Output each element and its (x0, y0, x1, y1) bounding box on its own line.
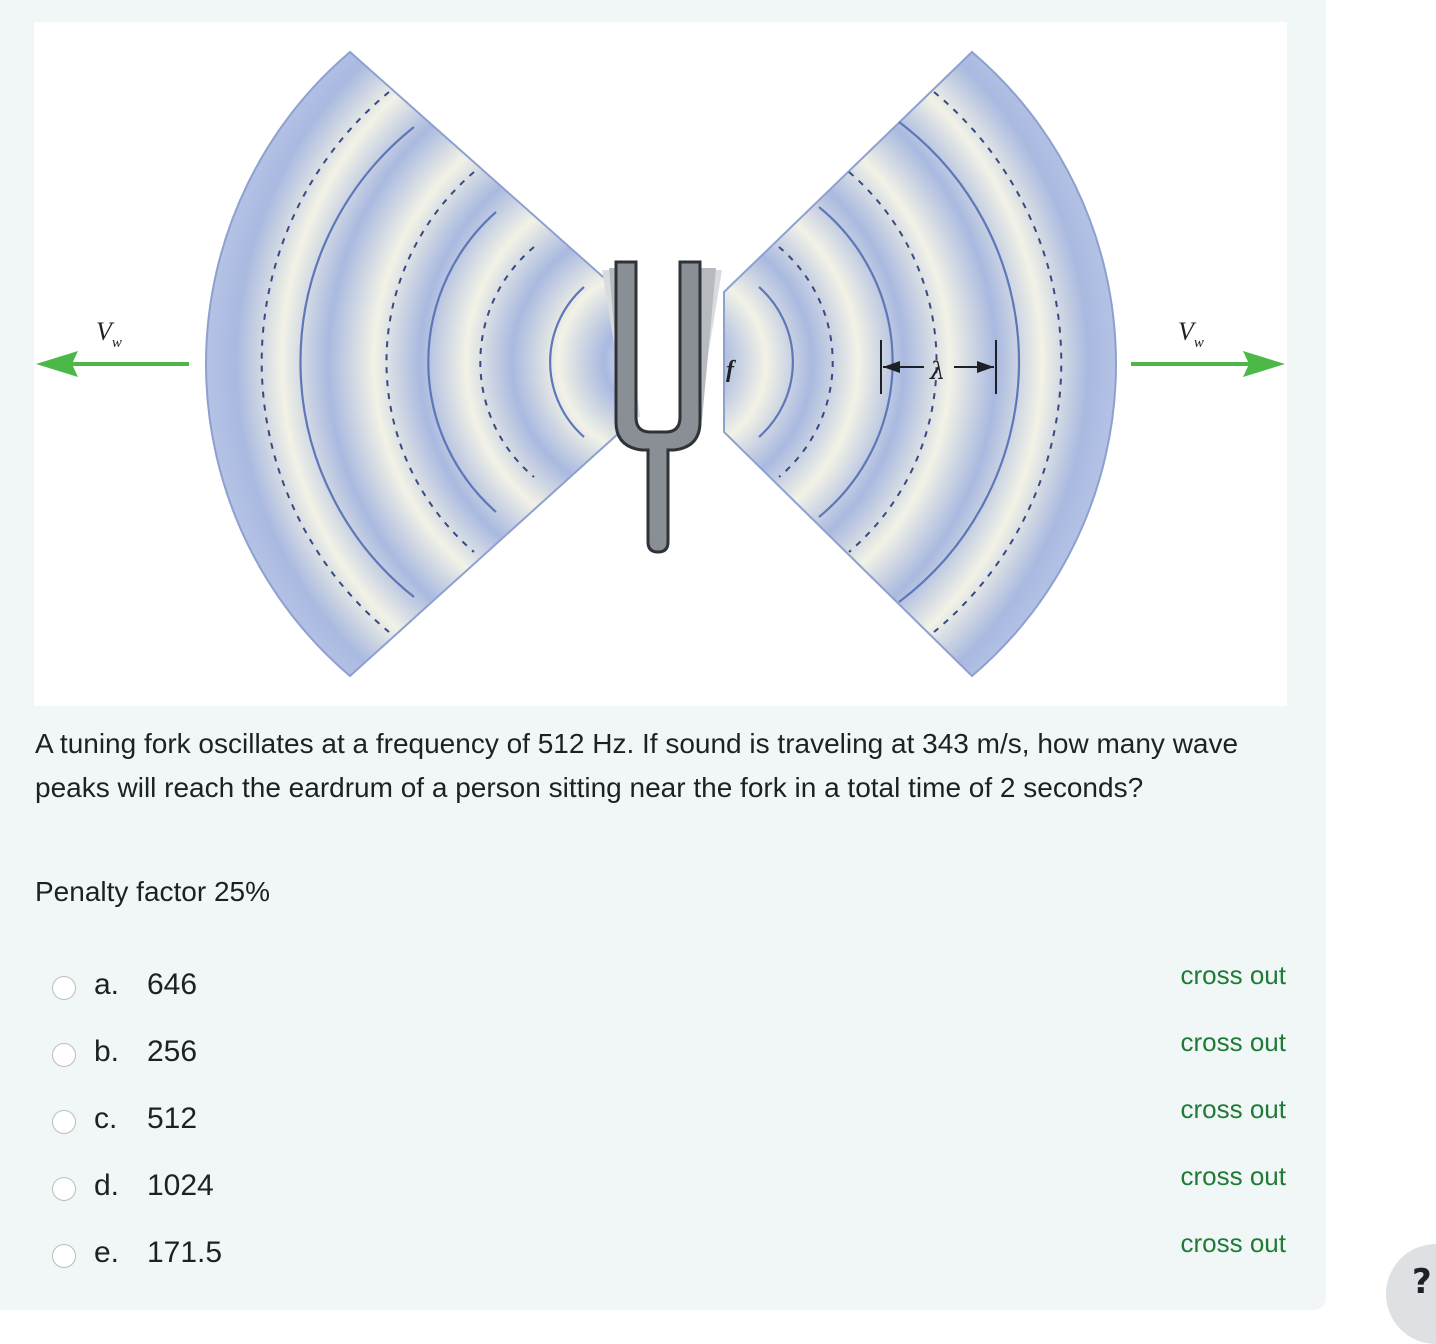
option-value[interactable]: 1024 (147, 1169, 214, 1202)
answer-option-b[interactable]: b. 256 cross out (50, 1027, 1290, 1083)
answer-option-c[interactable]: c. 512 cross out (50, 1094, 1290, 1150)
right-dashed-lines (778, 91, 1063, 633)
radio-button[interactable] (52, 1110, 76, 1134)
cross-out-link[interactable]: cross out (1180, 1228, 1287, 1258)
question-mark-icon: ? (1412, 1262, 1432, 1302)
wavelength-marker (880, 340, 997, 394)
option-letter: d. (94, 1169, 120, 1202)
radio-button[interactable] (52, 976, 76, 1000)
left-wave-sector (205, 50, 621, 678)
radio-button[interactable] (52, 1244, 76, 1268)
option-value[interactable]: 512 (147, 1102, 198, 1135)
radio-button[interactable] (52, 1043, 76, 1067)
left-velocity-arrow (36, 351, 189, 377)
option-value[interactable]: 646 (147, 968, 198, 1001)
frequency-label: f (726, 357, 736, 383)
right-velocity-arrow (1131, 351, 1285, 377)
radio-button[interactable] (52, 1177, 76, 1201)
left-dashed-lines (260, 91, 535, 633)
option-letter: b. (94, 1035, 120, 1068)
wavelength-label: λ (929, 357, 945, 385)
answer-option-a[interactable]: a. 646 cross out (50, 960, 1290, 1016)
answer-option-e[interactable]: e. 171.5 cross out (50, 1228, 1290, 1284)
question-text: A tuning fork oscillates at a frequency … (35, 728, 1239, 803)
velocity-label-left: Vw (96, 317, 122, 351)
cross-out-link[interactable]: cross out (1180, 1094, 1287, 1124)
cross-out-link[interactable]: cross out (1180, 1027, 1287, 1057)
option-letter: c. (94, 1102, 118, 1135)
cross-out-link[interactable]: cross out (1180, 960, 1287, 990)
option-value[interactable]: 256 (147, 1035, 198, 1068)
cross-out-link[interactable]: cross out (1180, 1161, 1287, 1191)
help-button[interactable]: ? (1386, 1244, 1436, 1344)
tuning-fork-icon (602, 260, 722, 554)
tuning-fork-figure: Vw Vw f λ (34, 22, 1287, 706)
answer-option-d[interactable]: d. 1024 cross out (50, 1161, 1290, 1217)
right-crest-lines (758, 121, 1021, 603)
right-wave-sector (723, 50, 1117, 678)
option-letter: a. (94, 968, 120, 1001)
left-crest-lines (299, 126, 585, 598)
velocity-label-right: Vw (1178, 317, 1204, 351)
option-value[interactable]: 171.5 (147, 1236, 223, 1269)
penalty-text: Penalty factor 25% (35, 876, 271, 907)
option-letter: e. (94, 1236, 120, 1269)
question-card: Vw Vw f λ A tuning fork oscillates at a … (0, 0, 1326, 1310)
